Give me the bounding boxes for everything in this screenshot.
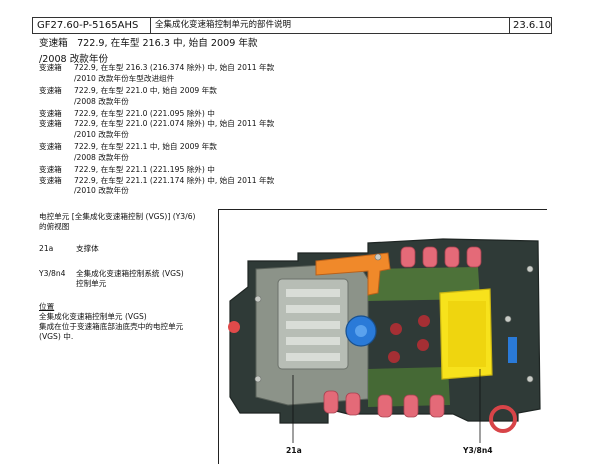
solenoid-row-top <box>400 246 482 268</box>
location-section: 位置 全集成化变速箱控制单元 (VGS) 集成在位于变速箱底部油底壳中的电控单元… <box>39 302 184 341</box>
document-title: 全集成化变速箱控制单元的部件说明 <box>151 18 510 33</box>
legend-text: 全集成化变速箱控制系统 (VGS) 控制单元 <box>76 269 184 288</box>
location-heading: 位置 <box>39 302 55 311</box>
legend-item: 21a <box>39 244 54 253</box>
document-id: GF27.60-P-5165AHS <box>33 18 151 33</box>
applicability-lead-cont: /2008 改款年份 <box>39 54 109 65</box>
document-date: 23.6.10 <box>513 20 552 31</box>
document-header: GF27.60-P-5165AHS 全集成化变速箱控制单元的部件说明 23.6.… <box>32 17 552 34</box>
callout-21a: 21a <box>286 446 302 455</box>
solenoid-row-bottom <box>323 390 445 418</box>
control-unit-illustration <box>228 238 541 443</box>
red-plug <box>228 321 240 333</box>
applicability-lead: 变速箱 722.9, 在车型 216.3 中, 始自 2009 年款 <box>39 38 258 50</box>
legend-item: Y3/8n4 <box>39 269 66 278</box>
pressure-sensor <box>388 315 430 363</box>
figure-caption: 电控单元 [全集成化变速箱控制 (VGS)] (Y3/6) 的俯视图 <box>39 212 196 231</box>
callout-y3-8n4: Y3/8n4 <box>463 446 493 455</box>
applicability-lead-text: 722.9, 在车型 216.3 中, 始自 2009 年款 <box>77 38 258 49</box>
orange-bracket <box>315 252 391 296</box>
legend-text: 支撑体 <box>76 244 99 253</box>
red-seal-ring <box>489 405 517 433</box>
applicability-lead-label: 变速箱 <box>39 38 68 49</box>
blue-connector <box>508 337 517 363</box>
figure-frame <box>218 209 547 464</box>
